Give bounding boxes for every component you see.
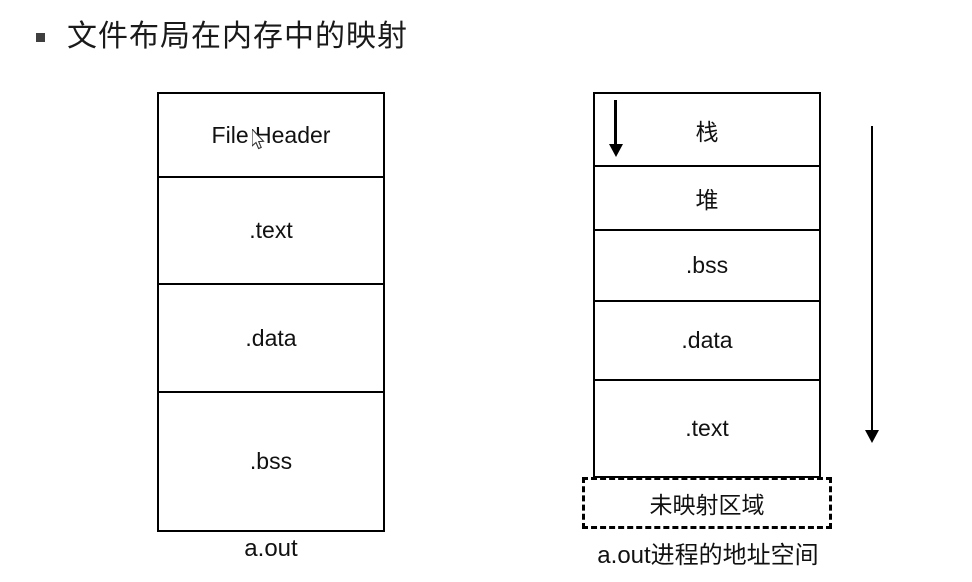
file-block-label: .bss [249, 448, 293, 474]
file-block-data: .data [159, 285, 383, 393]
memory-block-heap: 堆 [595, 167, 819, 231]
file-block-file-header: File Header [159, 94, 383, 178]
address-direction-arrow-icon [871, 126, 873, 435]
file-block-label: File Header [211, 121, 331, 148]
file-block-bss: .bss [159, 393, 383, 530]
memory-block-label: 堆 [695, 187, 719, 213]
memory-block-text: .text [595, 381, 819, 476]
unmapped-region-block: 未映射区域 [582, 477, 832, 529]
address-direction-arrow-head-icon [865, 430, 879, 443]
memory-block-stack: 栈 [595, 94, 819, 167]
file-block-label: .data [245, 324, 297, 351]
memory-block-bss: .bss [595, 231, 819, 302]
memory-block-data: .data [595, 302, 819, 381]
memory-block-label: .bss [685, 252, 729, 278]
stack-growth-arrow-head-icon [609, 144, 623, 157]
stack-growth-arrow-icon [614, 100, 617, 147]
file-block-text: .text [159, 178, 383, 285]
slide-title: 文件布局在内存中的映射 [36, 20, 408, 54]
mouse-pointer-icon [252, 129, 265, 150]
unmapped-region-label: 未映射区域 [649, 492, 765, 518]
memory-block-label: .data [681, 327, 733, 353]
file-layout-caption: a.out [244, 535, 298, 562]
file-layout-diagram: File Header .text .data .bss [157, 92, 385, 532]
memory-block-label: 栈 [695, 118, 719, 145]
memory-layout-caption: a.out进程的地址空间 [597, 542, 819, 569]
file-block-label: .text [249, 217, 293, 243]
square-bullet-icon [36, 32, 45, 42]
memory-block-label: .text [685, 415, 729, 441]
slide-title-text: 文件布局在内存中的映射 [67, 20, 408, 53]
memory-layout-diagram: 栈 堆 .bss .data .text [593, 92, 821, 478]
